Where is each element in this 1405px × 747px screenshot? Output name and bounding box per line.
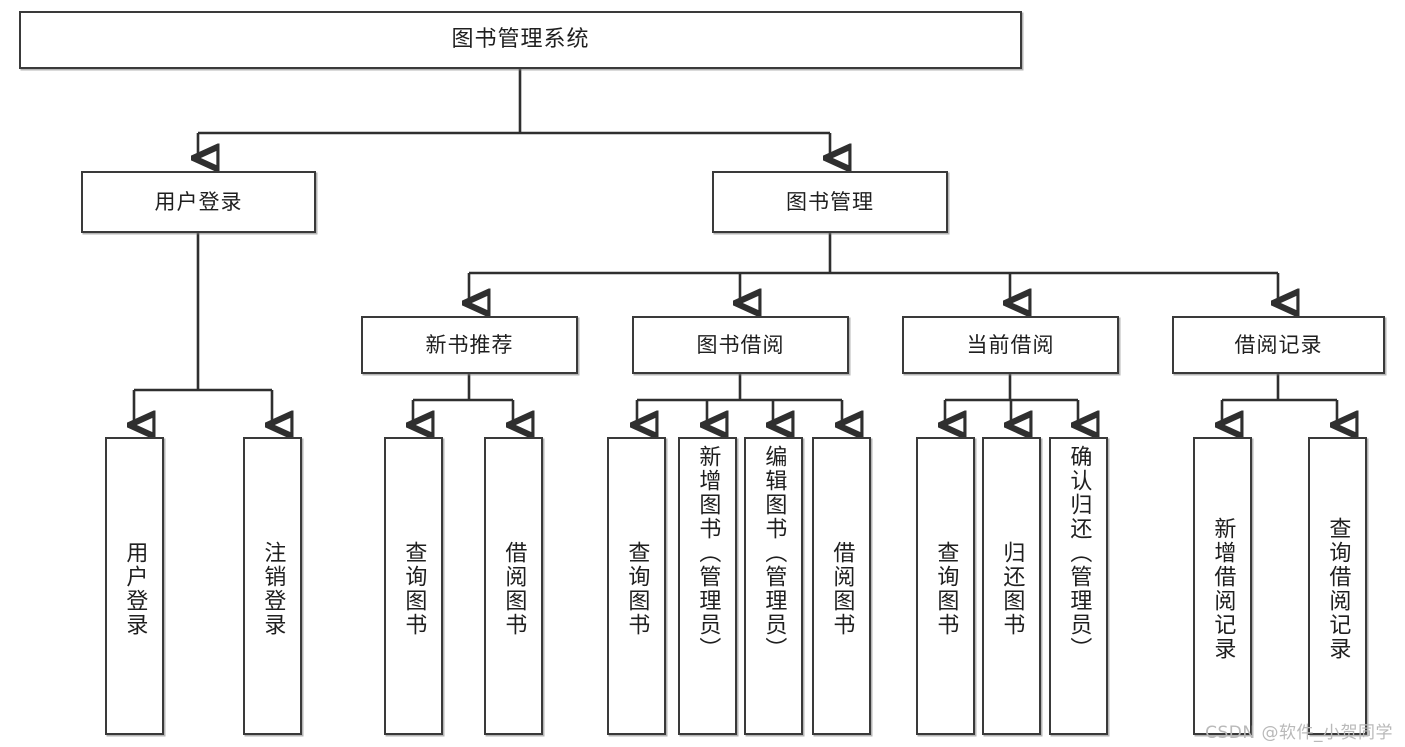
node-borrow-record[interactable]: 借阅记录 [1172, 316, 1385, 374]
node-label: 用户登录 [154, 189, 243, 214]
node-label: 借阅记录 [1234, 332, 1323, 357]
node-label: 借阅图书 [829, 541, 855, 637]
node-label: 查询图书 [401, 541, 427, 637]
node-label: 注销登录 [260, 541, 286, 637]
node-label: 当前借阅 [966, 332, 1055, 357]
csdn-watermark: CSDN @软件_小贺同学 [1205, 723, 1393, 743]
node-label: 确认归还（管理员） [1066, 445, 1092, 661]
node-label: 查询图书 [933, 541, 959, 637]
node-current-borrow[interactable]: 当前借阅 [902, 316, 1119, 374]
node-label: 图书管理系统 [451, 27, 590, 53]
leaf-book-borrow-query[interactable]: 查询图书 [607, 437, 666, 735]
node-label: 新增图书（管理员） [695, 445, 721, 661]
node-user-login[interactable]: 用户登录 [81, 171, 316, 233]
leaf-current-borrow-confirm-return[interactable]: 确认归还（管理员） [1049, 437, 1108, 735]
node-new-book-recommend[interactable]: 新书推荐 [361, 316, 578, 374]
leaf-new-book-borrow[interactable]: 借阅图书 [484, 437, 543, 735]
leaf-book-borrow-borrow[interactable]: 借阅图书 [812, 437, 871, 735]
node-label: 查询借阅记录 [1325, 517, 1351, 661]
leaf-borrow-record-query[interactable]: 查询借阅记录 [1308, 437, 1367, 735]
leaf-user-login-login[interactable]: 用户登录 [105, 437, 164, 735]
node-label: 编辑图书（管理员） [761, 445, 787, 661]
node-label: 借阅图书 [501, 541, 527, 637]
node-label: 新书推荐 [425, 332, 514, 357]
leaf-user-login-logout[interactable]: 注销登录 [243, 437, 302, 735]
leaf-book-borrow-add[interactable]: 新增图书（管理员） [678, 437, 737, 735]
node-label: 用户登录 [122, 541, 148, 637]
leaf-book-borrow-edit[interactable]: 编辑图书（管理员） [744, 437, 803, 735]
node-label: 查询图书 [624, 541, 650, 637]
node-label: 图书借阅 [696, 332, 785, 357]
node-label: 新增借阅记录 [1210, 517, 1236, 661]
leaf-new-book-query[interactable]: 查询图书 [384, 437, 443, 735]
leaf-current-borrow-return[interactable]: 归还图书 [982, 437, 1041, 735]
node-root-book-management-system[interactable]: 图书管理系统 [19, 11, 1022, 69]
node-label: 图书管理 [786, 189, 874, 214]
node-book-borrow[interactable]: 图书借阅 [632, 316, 849, 374]
leaf-borrow-record-add[interactable]: 新增借阅记录 [1193, 437, 1252, 735]
node-label: 归还图书 [999, 541, 1025, 637]
node-book-management[interactable]: 图书管理 [712, 171, 948, 233]
leaf-current-borrow-query[interactable]: 查询图书 [916, 437, 975, 735]
